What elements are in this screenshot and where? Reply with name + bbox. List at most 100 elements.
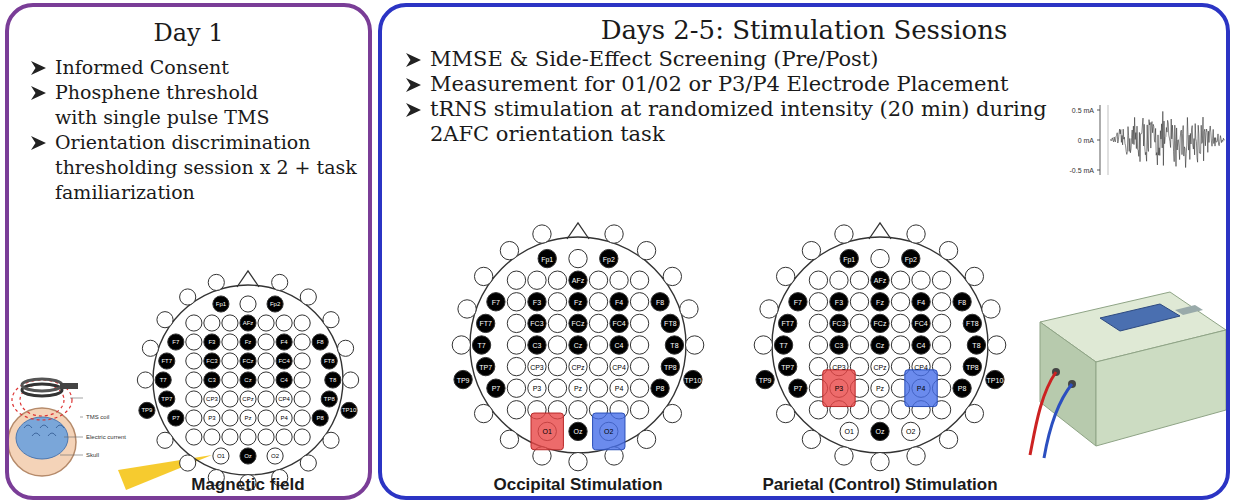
electrode-label: C3 (834, 342, 843, 349)
electrode-label: P8 (656, 385, 665, 392)
electrode-site (267, 296, 283, 312)
electrode-site (569, 357, 587, 375)
electrode-site (139, 402, 155, 418)
electrode-site (802, 430, 820, 448)
electrode-site (325, 372, 341, 388)
electrode-site (684, 370, 702, 388)
electrode-site (312, 334, 328, 350)
electrode-label: F3 (835, 298, 843, 305)
electrode-label: FT8 (664, 320, 676, 327)
electrode-site (932, 271, 950, 289)
electrode-label: Cz (876, 342, 885, 349)
electrode-site (213, 296, 229, 312)
electrode-site (778, 357, 796, 375)
electrode-site (204, 410, 220, 426)
electrode-site (589, 271, 607, 289)
electrode-site (850, 293, 868, 311)
electrode-site (186, 429, 202, 445)
electrode-label: Cz (244, 377, 251, 383)
electrode-site (630, 379, 648, 397)
electrode-site (157, 312, 173, 328)
electrode-site (953, 379, 971, 397)
head-profile (8, 408, 76, 476)
axis-label: 0.5 mA (1072, 107, 1094, 114)
electrode-site (932, 314, 950, 332)
electrode-label: TP9 (759, 376, 772, 383)
electrode-site (294, 410, 310, 426)
electrode-site (939, 430, 957, 448)
electrode-site (850, 336, 868, 354)
electrode-site (902, 422, 920, 440)
electrode-site (569, 271, 587, 289)
electrode-site (569, 293, 587, 311)
brain-gyrus (56, 425, 64, 428)
electrode-site (637, 241, 655, 259)
electrode-label: FT8 (324, 358, 335, 364)
tms-coil (22, 379, 62, 391)
electrode-label: AFz (572, 277, 584, 284)
electrode-site (500, 241, 518, 259)
electrode-site (967, 336, 985, 354)
axis-tick (1097, 110, 1100, 111)
illustration-label: Skull (86, 452, 99, 458)
map-caption: Occipital Stimulation (493, 476, 662, 493)
electrode-site (204, 315, 220, 331)
electrode-site (240, 448, 256, 464)
electrode-site (610, 336, 628, 354)
electrode-site (240, 353, 256, 369)
bullet-text: MMSE & Side-Effect Screening (Pre/Post) (404, 47, 1230, 72)
electrode-site (548, 271, 566, 289)
axis-label: -0.5 mA (1069, 167, 1094, 174)
electrode-site (528, 271, 546, 289)
electrode-site (569, 379, 587, 397)
electrode-site (809, 314, 827, 332)
electrode-site (685, 336, 703, 354)
electrode-site (912, 293, 930, 311)
electrode-label: FC3 (530, 320, 543, 327)
electrode-site (932, 336, 950, 354)
illustration-part (1096, 330, 1226, 446)
electrode-site (454, 370, 472, 388)
electrode-label: CP3 (530, 363, 544, 370)
electrode-label: O1 (845, 428, 854, 435)
electrode-label: Fz (574, 298, 582, 305)
illustration-part (1175, 305, 1203, 315)
electrode-site (208, 274, 224, 290)
electrode-site (982, 300, 1000, 318)
electrode-site (850, 314, 868, 332)
electrode-site (987, 336, 1005, 354)
electrode-label: Pz (574, 385, 582, 392)
electrode-label: CPz (571, 363, 584, 370)
electrode-site (569, 401, 587, 419)
electrode-site (155, 372, 171, 388)
electrode-site (776, 404, 794, 422)
electrode-site (240, 429, 256, 445)
electrode-label: Fz (876, 298, 884, 305)
electrode-site (871, 249, 889, 267)
electrode-site (487, 293, 505, 311)
electrode-site (474, 404, 492, 422)
stimulation-electrode (531, 413, 563, 450)
stimulation-electrode (823, 370, 855, 407)
brain-gyrus (24, 425, 32, 428)
electrode-label: CPz (242, 396, 253, 402)
electrode-label: T7 (160, 377, 167, 383)
electrode-label: O2 (906, 428, 915, 435)
electrode-label: CP3 (206, 396, 218, 402)
electrode-site (850, 271, 868, 289)
electrode-site (663, 267, 681, 285)
electrode-site (321, 353, 337, 369)
axis-tick (1097, 140, 1100, 141)
electrode-site (589, 357, 607, 375)
electrode-site (476, 314, 494, 332)
electrode-site (661, 357, 679, 375)
electrode-site (840, 249, 858, 267)
electrode-site (204, 372, 220, 388)
electrode-site (507, 357, 525, 375)
electrode-site (756, 370, 774, 388)
electrode-site (548, 379, 566, 397)
electrode-site (605, 225, 623, 243)
electrode-label: TP7 (781, 363, 794, 370)
coil-handle (60, 383, 78, 389)
electrode-label: F4 (281, 339, 288, 345)
